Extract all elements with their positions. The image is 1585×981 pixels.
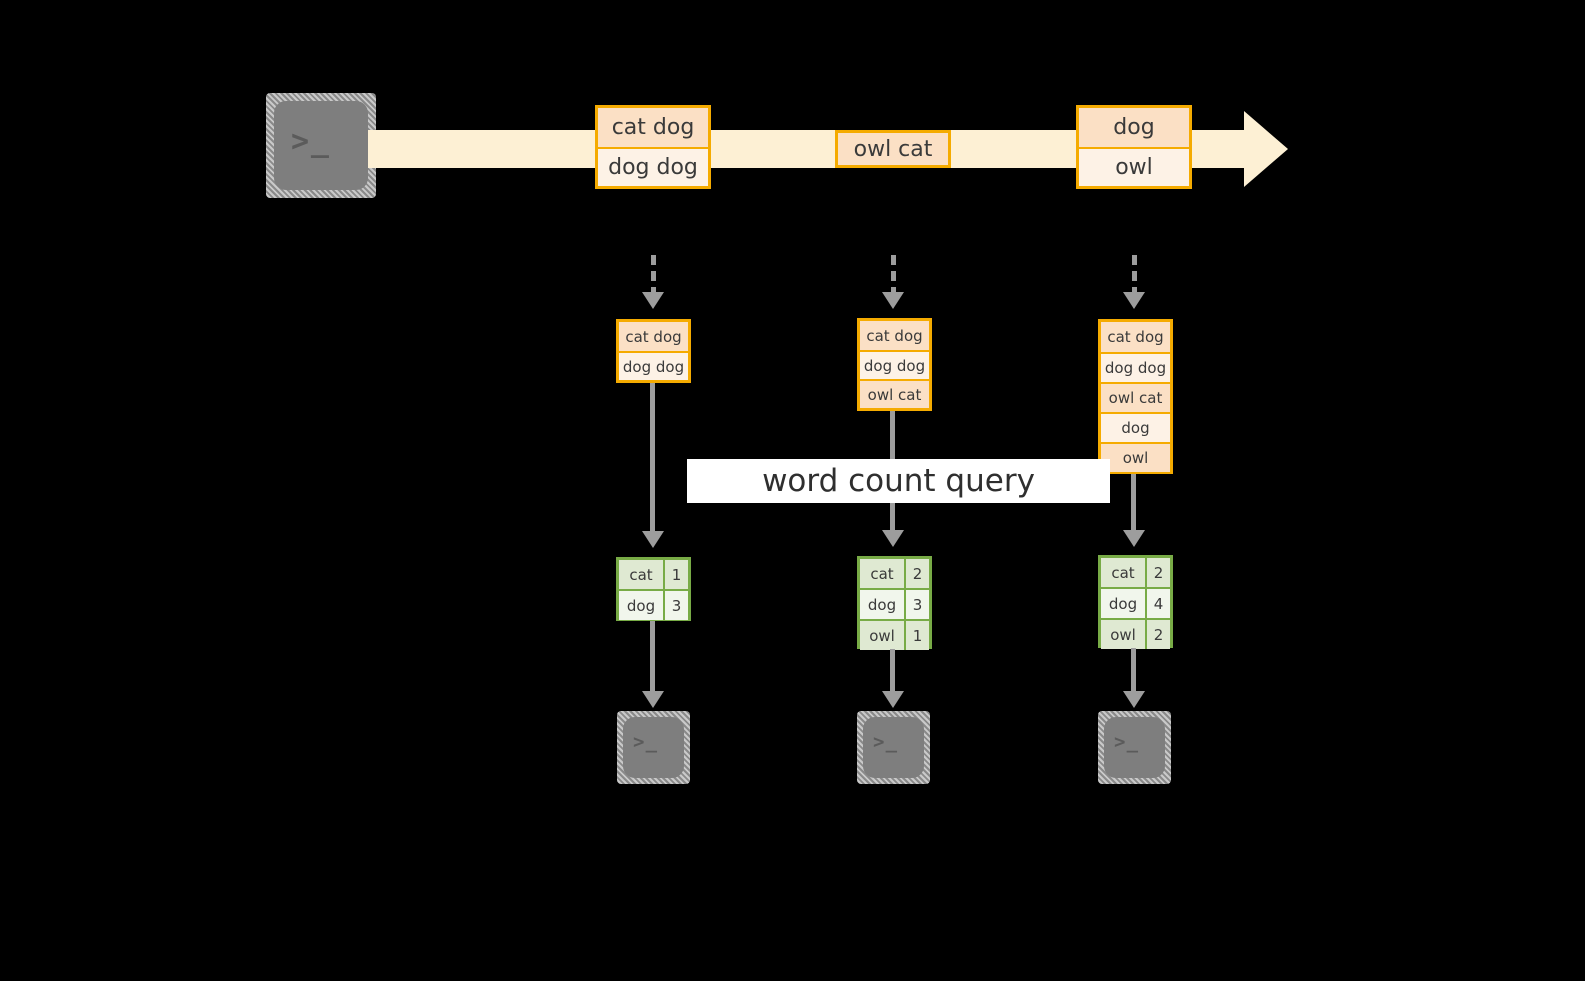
state-record: dog dog [860, 350, 929, 379]
sink-arrow-head-2 [882, 691, 904, 708]
table-cell-count: 3 [665, 591, 688, 620]
state-box-2: cat dog dog dog owl cat [857, 318, 932, 411]
terminal-body: >_ [1104, 717, 1165, 778]
table-cell-count: 2 [1147, 620, 1170, 649]
stream-batch-1: cat dog dog dog [595, 105, 711, 189]
table-cell-count: 2 [1147, 558, 1170, 587]
state-record: dog dog [619, 351, 688, 380]
table-row: owl 2 [1101, 618, 1170, 649]
sink-arrow-stem-3 [1131, 648, 1136, 693]
state-record: dog [1101, 412, 1170, 442]
table-cell-word: cat [860, 559, 906, 588]
state-record: owl cat [860, 379, 929, 408]
stream-record: dog [1079, 108, 1189, 147]
source-terminal-icon[interactable]: >_ [266, 93, 376, 198]
stream-record: cat dog [598, 108, 708, 147]
state-record: owl cat [1101, 382, 1170, 412]
table-row: dog 4 [1101, 587, 1170, 618]
stream-record: owl [1079, 147, 1189, 186]
table-cell-word: owl [1101, 620, 1147, 649]
sink-terminal-icon-2[interactable]: >_ [857, 711, 930, 784]
terminal-prompt-glyph: >_ [873, 731, 899, 753]
snapshot-arrow-stem-3 [1132, 255, 1137, 297]
state-record: dog dog [1101, 352, 1170, 382]
table-cell-count: 1 [906, 621, 929, 650]
result-table-1: cat 1 dog 3 [616, 557, 691, 621]
terminal-prompt-glyph: >_ [1114, 731, 1140, 753]
snapshot-arrow-head-1 [642, 292, 664, 309]
query-arrow-head-1 [642, 531, 664, 548]
table-cell-word: cat [1101, 558, 1147, 587]
table-row: dog 3 [619, 589, 688, 620]
table-cell-count: 1 [665, 560, 688, 589]
query-arrow-head-2 [882, 530, 904, 547]
sink-arrow-head-3 [1123, 691, 1145, 708]
state-box-1: cat dog dog dog [616, 319, 691, 383]
terminal-body: >_ [863, 717, 924, 778]
query-arrow-head-3 [1123, 530, 1145, 547]
snapshot-arrow-stem-2 [891, 255, 896, 297]
table-row: cat 2 [860, 559, 929, 588]
table-row: owl 1 [860, 619, 929, 650]
query-label-text: word count query [762, 463, 1035, 499]
snapshot-arrow-head-2 [882, 292, 904, 309]
table-cell-word: dog [1101, 589, 1147, 618]
sink-arrow-head-1 [642, 691, 664, 708]
state-record: cat dog [619, 322, 688, 351]
state-box-3: cat dog dog dog owl cat dog owl [1098, 319, 1173, 474]
table-cell-count: 2 [906, 559, 929, 588]
result-table-3: cat 2 dog 4 owl 2 [1098, 555, 1173, 649]
sink-arrow-stem-1 [650, 621, 655, 693]
stream-batch-2: owl cat [835, 130, 951, 168]
stream-record: dog dog [598, 147, 708, 186]
query-label-band: word count query [687, 459, 1110, 503]
table-cell-count: 3 [906, 590, 929, 619]
state-record: cat dog [1101, 322, 1170, 352]
table-cell-word: cat [619, 560, 665, 589]
sink-terminal-icon-3[interactable]: >_ [1098, 711, 1171, 784]
result-table-2: cat 2 dog 3 owl 1 [857, 556, 932, 650]
table-cell-word: owl [860, 621, 906, 650]
query-arrow-stem-3 [1131, 474, 1136, 532]
query-arrow-stem-1 [650, 383, 655, 533]
table-row: dog 3 [860, 588, 929, 619]
table-cell-word: dog [860, 590, 906, 619]
state-record: cat dog [860, 321, 929, 350]
table-cell-word: dog [619, 591, 665, 620]
table-cell-count: 4 [1147, 589, 1170, 618]
terminal-prompt-glyph: >_ [633, 731, 659, 753]
stream-batch-3: dog owl [1076, 105, 1192, 189]
snapshot-arrow-head-3 [1123, 292, 1145, 309]
table-row: cat 2 [1101, 558, 1170, 587]
table-row: cat 1 [619, 560, 688, 589]
sink-arrow-stem-2 [890, 649, 895, 693]
terminal-prompt-glyph: >_ [291, 124, 331, 159]
sink-terminal-icon-1[interactable]: >_ [617, 711, 690, 784]
terminal-body: >_ [623, 717, 684, 778]
snapshot-arrow-stem-1 [651, 255, 656, 297]
terminal-body: >_ [274, 101, 368, 190]
event-stream-arrowhead [1244, 111, 1288, 187]
state-record: owl [1101, 442, 1170, 472]
stream-record: owl cat [838, 133, 948, 165]
